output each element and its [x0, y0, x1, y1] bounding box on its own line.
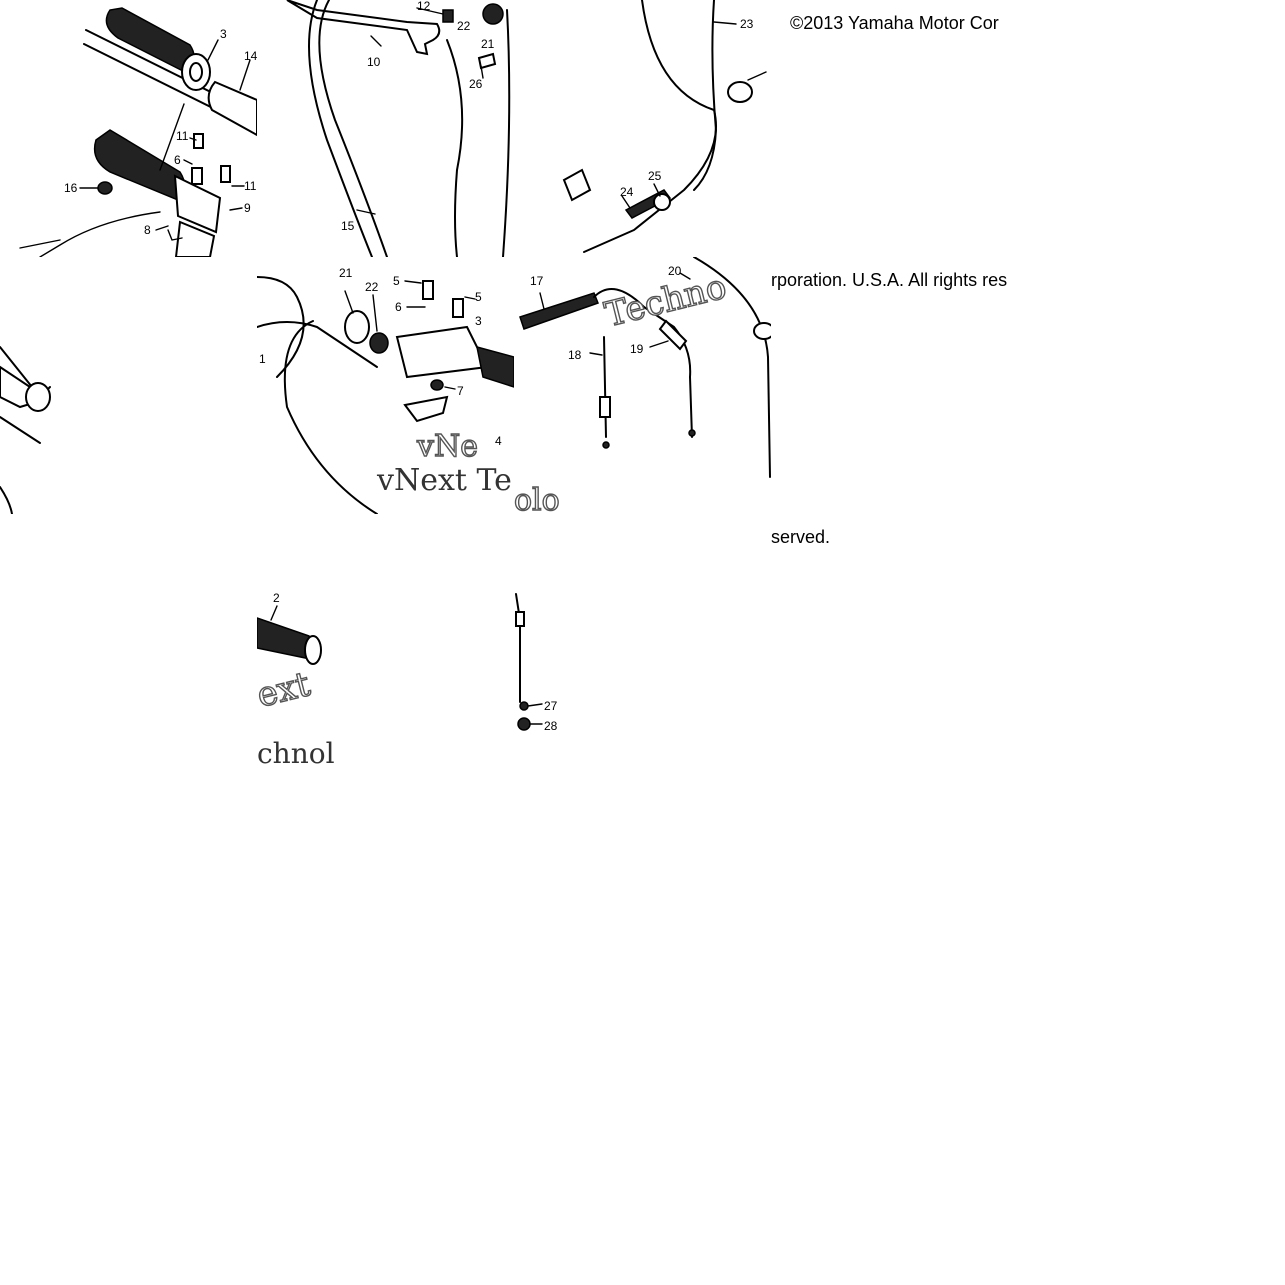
diagram-tile-cable: 23 24 25	[514, 0, 771, 257]
diagram-tile-levers: 12 22 21 10 26 15	[257, 0, 514, 257]
callout-13: 3	[220, 27, 227, 41]
grip-2-drawing	[257, 605, 322, 665]
diagram-tile-grips: 3 14 11 6 11 9 16 8	[0, 0, 257, 257]
callout-25: 25	[648, 169, 662, 183]
callout-3: 3	[475, 314, 482, 328]
brake-lever-icon	[286, 0, 441, 56]
callout-11b: 11	[244, 179, 257, 193]
callout-16: 16	[64, 181, 78, 195]
callout-7: 7	[457, 384, 464, 398]
copyright-line-2: rporation. U.S.A. All rights res	[771, 270, 1008, 290]
bolt-icon	[193, 133, 204, 149]
callout-28: 28	[544, 719, 558, 733]
callout-21b: 21	[339, 266, 353, 280]
left-grip-drawing	[0, 346, 51, 514]
callout-27: 27	[544, 699, 558, 713]
copyright-line-3: served.	[771, 527, 831, 547]
control-cable-icon	[318, 0, 388, 257]
callout-5: 5	[393, 274, 400, 288]
callout-26: 26	[469, 77, 483, 91]
callout-19: 19	[630, 342, 644, 356]
throttle-cable-drawing	[562, 0, 767, 253]
callout-4: 4	[495, 434, 502, 448]
grip-assembly-drawing	[19, 7, 257, 257]
callout-5b: 5	[475, 290, 482, 304]
callout-10: 10	[367, 55, 381, 69]
watermark-olo: olo	[514, 482, 560, 514]
diagram-tile-grip-2: 2 ext chnol	[257, 514, 342, 771]
callout-9: 9	[244, 201, 251, 215]
diagram-tile-cable-ends: 27 28	[514, 514, 574, 744]
lever-cable-drawing	[286, 0, 511, 257]
callout-6b: 6	[395, 300, 402, 314]
callout-2: 2	[273, 591, 280, 605]
callout-18: 18	[568, 348, 582, 362]
switch-housing-drawing	[257, 276, 514, 514]
callout-22b: 22	[365, 280, 379, 294]
callout-6: 6	[174, 153, 181, 167]
copyright-line-1: ©2013 Yamaha Motor Cor	[790, 13, 999, 33]
callout-21: 21	[481, 37, 495, 51]
cable-end-drawing	[515, 593, 543, 731]
callout-11: 11	[176, 129, 189, 143]
callout-15: 15	[341, 219, 355, 233]
callout-12: 12	[417, 0, 431, 13]
watermark-chnol: chnol	[257, 737, 335, 770]
throttle-grip-icon	[105, 7, 211, 91]
watermark-vnext: vNext Te	[377, 463, 512, 498]
diagram-tile-cables-17-20: 17 18 19 20 Techno olo	[514, 257, 771, 514]
callout-22: 22	[457, 19, 471, 33]
callout-23: 23	[740, 17, 754, 31]
callout-17: 17	[530, 274, 544, 288]
diagram-tile-left-grip	[0, 257, 257, 514]
diagram-tile-center: 21 22 5 6 5 3 7 4 1 vNe vNext Te	[257, 257, 514, 514]
callout-8: 8	[144, 223, 151, 237]
clutch-cable-drawing	[519, 257, 771, 478]
callout-24: 24	[620, 185, 634, 199]
watermark-vne: vNe	[416, 428, 478, 464]
callout-1: 1	[259, 352, 266, 366]
callout-14: 14	[244, 49, 257, 63]
callout-20: 20	[668, 264, 682, 278]
